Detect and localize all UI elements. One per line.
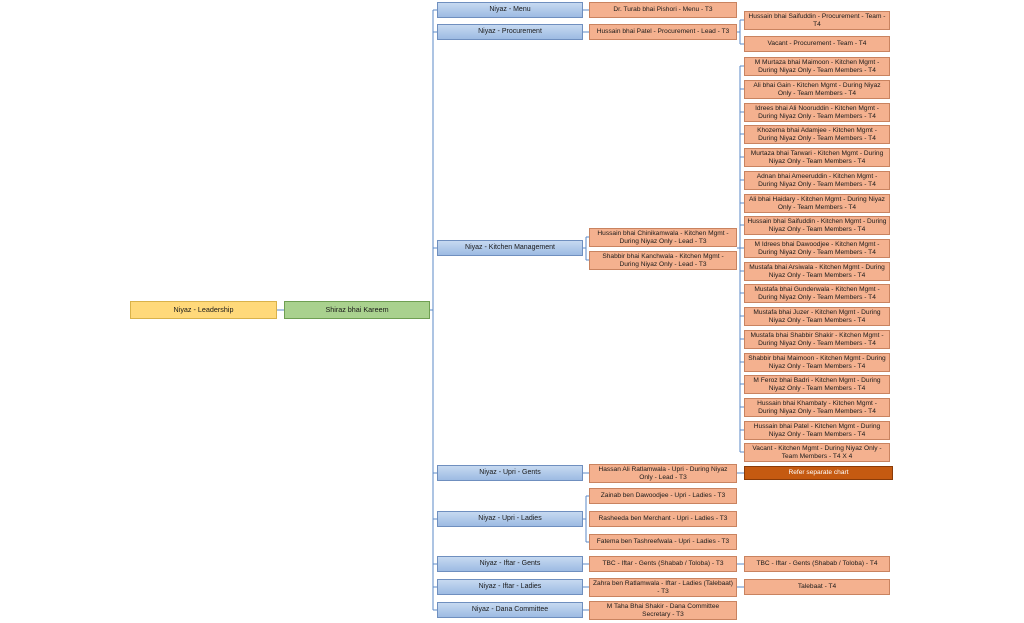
dept-iftar-ladies: Niyaz - Iftar - Ladies xyxy=(437,579,583,595)
lead-upri-ladies-1: Zainab ben Dawoodjee - Upri - Ladies - T… xyxy=(589,488,737,504)
member-kitchen-12: Mustafa bhai Juzer - Kitchen Mgmt - Duri… xyxy=(744,307,890,326)
member-kitchen-5: Murtaza bhai Tarwari - Kitchen Mgmt - Du… xyxy=(744,148,890,167)
member-kitchen-14: Shabbir bhai Maimoon - Kitchen Mgmt - Du… xyxy=(744,353,890,372)
member-kitchen-15: M Feroz bhai Badri - Kitchen Mgmt - Duri… xyxy=(744,375,890,394)
dept-dana-committee: Niyaz - Dana Committee xyxy=(437,602,583,618)
member-kitchen-9: M Idrees bhai Dawoodjee - Kitchen Mgmt -… xyxy=(744,239,890,258)
member-kitchen-4: Khozema bhai Adamjee - Kitchen Mgmt - Du… xyxy=(744,125,890,144)
lead-upri-gents: Hassan Ali Ratlamwala - Upri - During Ni… xyxy=(589,464,737,483)
member-kitchen-2: Ali bhai Gain - Kitchen Mgmt - During Ni… xyxy=(744,80,890,99)
lead-kitchen-1: Hussain bhai Chinikamwala - Kitchen Mgmt… xyxy=(589,228,737,247)
lead-upri-ladies-3: Fatema ben Tashreefwala - Upri - Ladies … xyxy=(589,534,737,550)
member-procurement-2: Vacant - Procurement - Team - T4 xyxy=(744,36,890,52)
member-kitchen-8: Hussain bhai Saifuddin - Kitchen Mgmt - … xyxy=(744,216,890,235)
member-kitchen-18: Vacant - Kitchen Mgmt - During Niyaz Onl… xyxy=(744,443,890,462)
dept-kitchen-management: Niyaz - Kitchen Management xyxy=(437,240,583,256)
member-kitchen-1: M Murtaza bhai Maimoon - Kitchen Mgmt - … xyxy=(744,57,890,76)
lead-dana-committee: M Taha Bhai Shakir - Dana Committee Secr… xyxy=(589,601,737,620)
dept-iftar-gents: Niyaz - Iftar - Gents xyxy=(437,556,583,572)
lead-kitchen-2: Shabbir bhai Kanchwala - Kitchen Mgmt - … xyxy=(589,251,737,270)
dept-menu: Niyaz - Menu xyxy=(437,2,583,18)
dept-procurement: Niyaz - Procurement xyxy=(437,24,583,40)
member-kitchen-13: Mustafa bhai Shabbir Shakir - Kitchen Mg… xyxy=(744,330,890,349)
head-node: Shiraz bhai Kareem xyxy=(284,301,430,319)
member-kitchen-16: Hussain bhai Khambaty - Kitchen Mgmt - D… xyxy=(744,398,890,417)
member-kitchen-3: Idrees bhai Ali Nooruddin - Kitchen Mgmt… xyxy=(744,103,890,122)
refer-separate-chart: Refer separate chart xyxy=(744,466,893,480)
member-kitchen-17: Hussain bhai Patel - Kitchen Mgmt - Duri… xyxy=(744,421,890,440)
member-iftar-gents: TBC - Iftar - Gents (Shabab / Toloba) - … xyxy=(744,556,890,572)
lead-iftar-gents: TBC - Iftar - Gents (Shabab / Toloba) - … xyxy=(589,556,737,572)
member-kitchen-10: Mustafa bhai Arsiwala - Kitchen Mgmt - D… xyxy=(744,262,890,281)
lead-upri-ladies-2: Rasheeda ben Merchant - Upri - Ladies - … xyxy=(589,511,737,527)
member-kitchen-7: Ali bhai Haidary - Kitchen Mgmt - During… xyxy=(744,194,890,213)
member-iftar-ladies: Talebaat - T4 xyxy=(744,579,890,595)
member-kitchen-6: Adnan bhai Ameeruddin - Kitchen Mgmt - D… xyxy=(744,171,890,190)
dept-upri-gents: Niyaz - Upri - Gents xyxy=(437,465,583,481)
lead-menu: Dr. Turab bhai Pishori - Menu - T3 xyxy=(589,2,737,18)
lead-iftar-ladies: Zahra ben Ratlamwala - Iftar - Ladies (T… xyxy=(589,578,737,597)
member-kitchen-11: Mustafa bhai Gunderwala - Kitchen Mgmt -… xyxy=(744,284,890,303)
lead-procurement: Hussain bhai Patel - Procurement - Lead … xyxy=(589,24,737,40)
member-procurement-1: Hussain bhai Saifuddin - Procurement - T… xyxy=(744,11,890,30)
leadership-node: Niyaz - Leadership xyxy=(130,301,277,319)
dept-upri-ladies: Niyaz - Upri - Ladies xyxy=(437,511,583,527)
